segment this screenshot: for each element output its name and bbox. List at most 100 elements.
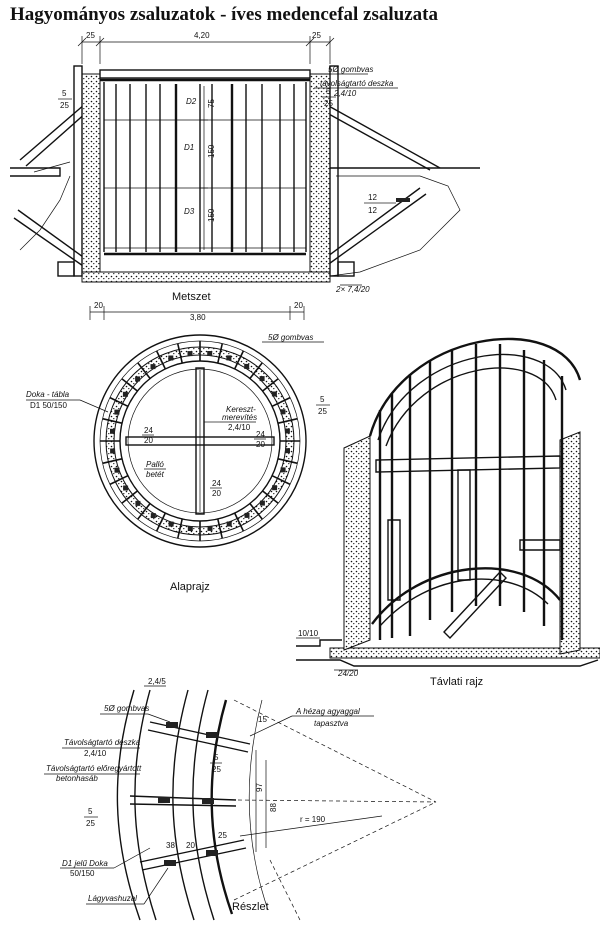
plan-radial-tie bbox=[249, 503, 263, 520]
plan-label-pallo: Palló bbox=[146, 460, 164, 469]
perspective-ground bbox=[296, 639, 600, 667]
detail-label-tav-deszka: Távolságtartó deszka bbox=[64, 738, 141, 747]
section-wall-left bbox=[81, 73, 101, 273]
plan-view: 20 3,80 20 5Ø gombvas Doka - tábla D1 50… bbox=[26, 301, 330, 593]
section-height-dims bbox=[200, 86, 208, 250]
plan-spacer-block bbox=[226, 521, 232, 527]
plan-radial-tie bbox=[233, 512, 245, 532]
plan-spacer-block bbox=[259, 500, 265, 506]
section-horizontal-rails bbox=[104, 119, 306, 249]
plan-radial-tie bbox=[155, 350, 167, 370]
plan-label-kereszt: Kereszt- bbox=[226, 405, 256, 414]
plan-radial-tie bbox=[121, 490, 138, 504]
section-wall-right-num: 5 bbox=[326, 87, 331, 96]
section-label-tavolsag-dim: 2,4/10 bbox=[333, 89, 357, 98]
page-title: Hagyományos zsaluzatok - íves medencefal… bbox=[10, 4, 438, 25]
plan-b-den: 20 bbox=[212, 489, 221, 498]
plan-dim-mid: 3,80 bbox=[190, 313, 206, 322]
plan-dim-right: 20 bbox=[294, 301, 303, 310]
perspective-wall-right bbox=[559, 431, 581, 655]
plan-spacer-block bbox=[285, 448, 290, 454]
detail-label-beton: betonhasáb bbox=[56, 774, 98, 783]
section-dimension-line bbox=[77, 36, 335, 64]
plan-radial-tie bbox=[137, 362, 151, 379]
detail-label-gombvas: 5Ø gombvas bbox=[104, 704, 149, 713]
plan-spacer-block bbox=[207, 525, 213, 531]
detail-ring-num: 5 bbox=[88, 807, 93, 816]
section-dim-left: 25 bbox=[86, 31, 95, 40]
plan-spacer-block bbox=[168, 521, 174, 527]
plan-spacer-block bbox=[280, 409, 286, 415]
plan-spacer-block bbox=[187, 351, 193, 357]
section-label-gombvas: 5Ø gombvas bbox=[328, 65, 373, 74]
section-vertical-studs bbox=[115, 84, 295, 252]
plan-radial-tie bbox=[155, 512, 167, 532]
plan-spacer-block bbox=[259, 376, 265, 382]
plan-radial-tie bbox=[176, 518, 183, 539]
section-post-num: 12 bbox=[368, 193, 377, 202]
detail-caption: Részlet bbox=[232, 901, 269, 913]
plan-radial-tie bbox=[102, 417, 123, 424]
detail-radius: r = 190 bbox=[300, 815, 326, 824]
detail-d97: 97 bbox=[255, 783, 264, 792]
plan-spacer-block bbox=[110, 448, 116, 454]
plan-spacer-block bbox=[226, 355, 232, 361]
section-post-den: 12 bbox=[368, 206, 377, 215]
perspective-posts bbox=[378, 344, 564, 640]
plan-radial-tie bbox=[137, 503, 151, 520]
detail-d38: 38 bbox=[166, 841, 175, 850]
plan-label-doka: Doka - tábla bbox=[26, 390, 70, 399]
plan-spacer-block bbox=[207, 351, 213, 356]
detail-radial-boards bbox=[129, 721, 251, 871]
plan-spacer-block bbox=[114, 467, 120, 473]
detail-label-tav-deszka-dim: 2,4/10 bbox=[84, 749, 107, 758]
plan-a-den: 20 bbox=[144, 436, 153, 445]
detail-d15: 15 bbox=[258, 715, 267, 724]
plan-spacer-block bbox=[114, 409, 120, 415]
plan-spacer-block bbox=[187, 526, 193, 531]
plan-radial-tie bbox=[102, 458, 123, 465]
plan-radial-tie bbox=[109, 396, 129, 408]
plan-radial-tie bbox=[262, 490, 279, 504]
plan-dimension-line bbox=[89, 306, 305, 320]
plan-ring-den: 25 bbox=[318, 407, 327, 416]
detail-label-elo: Távolságtartó előregyártott bbox=[46, 764, 142, 773]
section-wall-left-num: 5 bbox=[62, 89, 67, 98]
detail-d25: 25 bbox=[212, 765, 221, 774]
detail-label-tapasztva: tapasztva bbox=[314, 719, 349, 728]
plan-label-doka-dim: D1 50/150 bbox=[30, 401, 67, 410]
plan-radial-tie bbox=[217, 343, 224, 364]
detail-label-lagyvas: Lágyvashuzal bbox=[88, 894, 137, 903]
section-label-d1: D1 bbox=[184, 143, 194, 152]
plan-c-num: 24 bbox=[256, 430, 265, 439]
plan-spacer-block bbox=[272, 485, 278, 491]
perspective-wall-left bbox=[343, 435, 371, 651]
plan-label-beret: betét bbox=[146, 470, 165, 479]
plan-spacer-block bbox=[280, 467, 286, 473]
plan-spacer-block bbox=[150, 364, 156, 370]
section-view: 25 4,20 25 bbox=[10, 31, 480, 303]
section-stake-marker bbox=[396, 198, 410, 202]
detail-label-hezag: A hézag agyaggal bbox=[295, 707, 360, 716]
detail-d20: 20 bbox=[186, 841, 195, 850]
plan-spacer-block bbox=[135, 376, 141, 382]
plan-radial-tie bbox=[271, 396, 291, 408]
plan-spacer-block bbox=[284, 428, 290, 434]
plan-c-den: 20 bbox=[256, 440, 265, 449]
detail-d88: 88 bbox=[269, 803, 278, 812]
detail-top-dim: 2,4/5 bbox=[148, 677, 166, 686]
plan-label-kereszt-dim: 2,4/10 bbox=[228, 423, 251, 432]
plan-radial-tie bbox=[262, 378, 279, 392]
plan-radial-tie bbox=[217, 518, 224, 539]
perspective-caption: Távlati rajz bbox=[430, 676, 483, 688]
detail-ring-den: 25 bbox=[86, 819, 95, 828]
plan-spacer-block bbox=[150, 513, 156, 519]
section-label-tavolsag: távolságtartó deszka bbox=[320, 79, 394, 88]
plan-radial-tie bbox=[176, 343, 183, 364]
plan-radial-tie bbox=[233, 350, 245, 370]
plan-spacer-block bbox=[168, 355, 174, 361]
plan-spacer-block bbox=[123, 485, 129, 491]
perspective-view: 10/10 24/20 Távlati rajz bbox=[296, 337, 600, 688]
perspective-dim-top: 10/10 bbox=[298, 629, 319, 638]
plan-radial-tie bbox=[277, 458, 298, 465]
